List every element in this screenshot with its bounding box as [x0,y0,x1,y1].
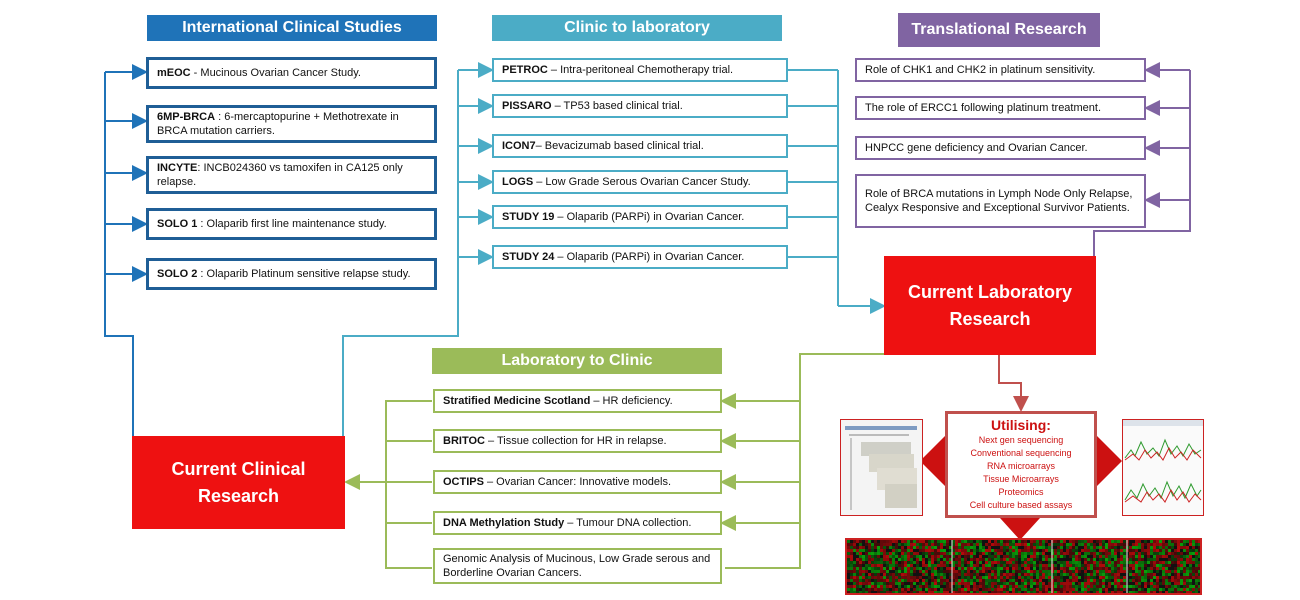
trial-box-study19: STUDY 19 – Olaparib (PARPi) in Ovarian C… [492,205,788,229]
utilising-item: Proteomics [998,487,1044,497]
header-clinic-to-laboratory: Clinic to laboratory [492,15,782,41]
trial-box-logs: LOGS – Low Grade Serous Ovarian Cancer S… [492,170,788,194]
lab-clinic-box-octips: OCTIPS – Ovarian Cancer: Innovative mode… [433,470,722,494]
lab-clinic-box-stratified: Stratified Medicine Scotland – HR defici… [433,389,722,413]
utilising-item: Next gen sequencing [978,435,1064,445]
trial-box-icon7: ICON7– Bevacizumab based clinical trial. [492,134,788,158]
lab-clinic-box-dna-methylation: DNA Methylation Study – Tumour DNA colle… [433,511,722,535]
chromatogram-image [1122,419,1204,516]
study-box-solo1: SOLO 1 : Olaparib first line maintenance… [146,208,437,240]
lab-clinic-box-genomic-analysis: Genomic Analysis of Mucinous, Low Grade … [433,548,722,584]
current-laboratory-research: Current Laboratory Research [884,256,1096,355]
header-international-clinical-studies: International Clinical Studies [147,15,437,41]
translational-box-chk: Role of CHK1 and CHK2 in platinum sensit… [855,58,1146,82]
study-box-solo2: SOLO 2 : Olaparib Platinum sensitive rel… [146,258,437,290]
translational-box-hnpcc: HNPCC gene deficiency and Ovarian Cancer… [855,136,1146,160]
trial-box-pissaro: PISSARO – TP53 based clinical trial. [492,94,788,118]
trial-box-petroc: PETROC – Intra-peritoneal Chemotherapy t… [492,58,788,82]
header-translational-research: Translational Research [898,13,1100,47]
header-laboratory-to-clinic: Laboratory to Clinic [432,348,722,374]
utilising-item: Cell culture based assays [969,500,1073,510]
lab-clinic-box-britoc: BRITOC – Tissue collection for HR in rel… [433,429,722,453]
study-box-meoc: mEOC - Mucinous Ovarian Cancer Study. [146,57,437,89]
utilising-item: RNA microarrays [986,461,1055,471]
microarray-heatmap-image [845,538,1202,595]
study-box-incyte: INCYTE: INCB024360 vs tamoxifen in CA125… [146,156,437,194]
utilising-box: Utilising: Next gen sequencing Conventio… [945,411,1097,518]
utilising-item: Conventional sequencing [970,448,1072,458]
utilising-item: Tissue Microarrays [983,474,1059,484]
trial-box-study24: STUDY 24 – Olaparib (PARPi) in Ovarian C… [492,245,788,269]
study-box-6mp-brca: 6MP-BRCA : 6-mercaptopurine + Methotrexa… [146,105,437,143]
sequencing-screenshot-image [840,419,923,516]
translational-box-ercc1: The role of ERCC1 following platinum tre… [855,96,1146,120]
translational-box-brca: Role of BRCA mutations in Lymph Node Onl… [855,174,1146,228]
current-clinical-research: Current Clinical Research [132,436,345,529]
utilising-title: Utilising: [991,417,1051,433]
